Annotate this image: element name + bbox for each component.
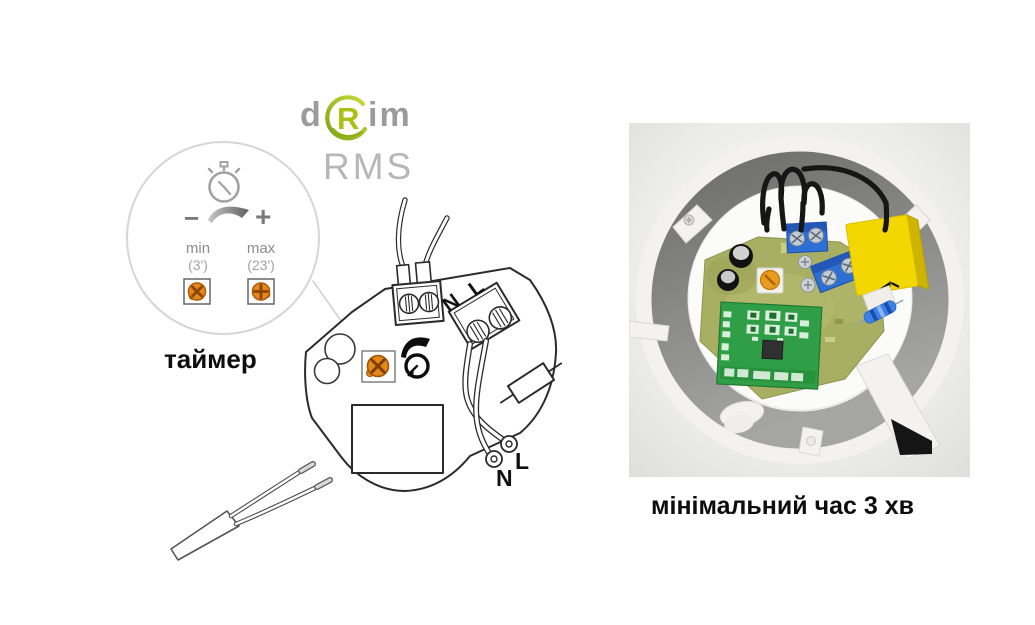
sensor-chip xyxy=(761,339,784,360)
electrolytic-capacitors xyxy=(717,244,753,291)
product-photo xyxy=(629,123,970,477)
min-time: (3') xyxy=(188,257,208,274)
logo-letter-r: R xyxy=(337,101,360,136)
output-wires xyxy=(462,338,518,468)
max-label: max xyxy=(246,240,276,257)
max-screw-icon xyxy=(247,278,275,305)
bracket-screw-hole xyxy=(806,436,816,446)
rotate-swoosh-icon xyxy=(401,337,430,358)
min-screw-icon xyxy=(183,278,211,305)
logo-letter-im: im xyxy=(368,96,412,134)
relay-box xyxy=(351,404,444,474)
dial-direction-icon xyxy=(208,206,249,223)
black-wires xyxy=(760,165,890,233)
mounting-hole xyxy=(313,357,341,385)
stopwatch-icon xyxy=(207,161,241,203)
dial-minus-sign: − xyxy=(184,203,200,233)
label-neutral-bottom: N xyxy=(496,465,513,491)
mains-wires xyxy=(395,197,450,272)
max-label-block: max (23') xyxy=(230,240,292,273)
terminal-block-blue-1 xyxy=(785,221,829,254)
trimmer-potentiometer xyxy=(756,267,784,294)
photo-caption: мінімальний час 3 хв xyxy=(651,492,914,520)
mounting-hole xyxy=(324,333,356,365)
power-cable xyxy=(170,461,333,561)
mounting-brackets xyxy=(629,204,941,460)
logo-swoosh-icon xyxy=(325,95,368,141)
dial-plus-sign: + xyxy=(255,201,272,232)
bracket-black-tip xyxy=(891,419,932,455)
pcb-screws xyxy=(798,255,816,293)
sensor-module-pcb xyxy=(716,301,823,390)
min-label-block: min (3') xyxy=(167,240,229,273)
cable-clip xyxy=(719,400,765,434)
timer-caption: таймер xyxy=(164,344,257,374)
blue-resistor xyxy=(856,299,904,325)
logo-subtitle: RMS xyxy=(323,146,415,187)
logo-letter-d: d xyxy=(300,96,321,134)
label-line-bottom: L xyxy=(515,448,529,474)
housing-screw-slot xyxy=(686,217,692,223)
max-time: (23') xyxy=(247,257,275,274)
terminal-block-top xyxy=(391,261,445,327)
min-label: min xyxy=(185,240,211,257)
timer-detail-callout: − + min (3') max (23') xyxy=(126,141,320,335)
terminal-block-output xyxy=(447,281,521,351)
relay-yellow xyxy=(845,213,930,296)
fuse-symbol xyxy=(499,362,563,404)
clock-icon xyxy=(404,353,430,379)
timer-screw-icon xyxy=(361,350,396,383)
